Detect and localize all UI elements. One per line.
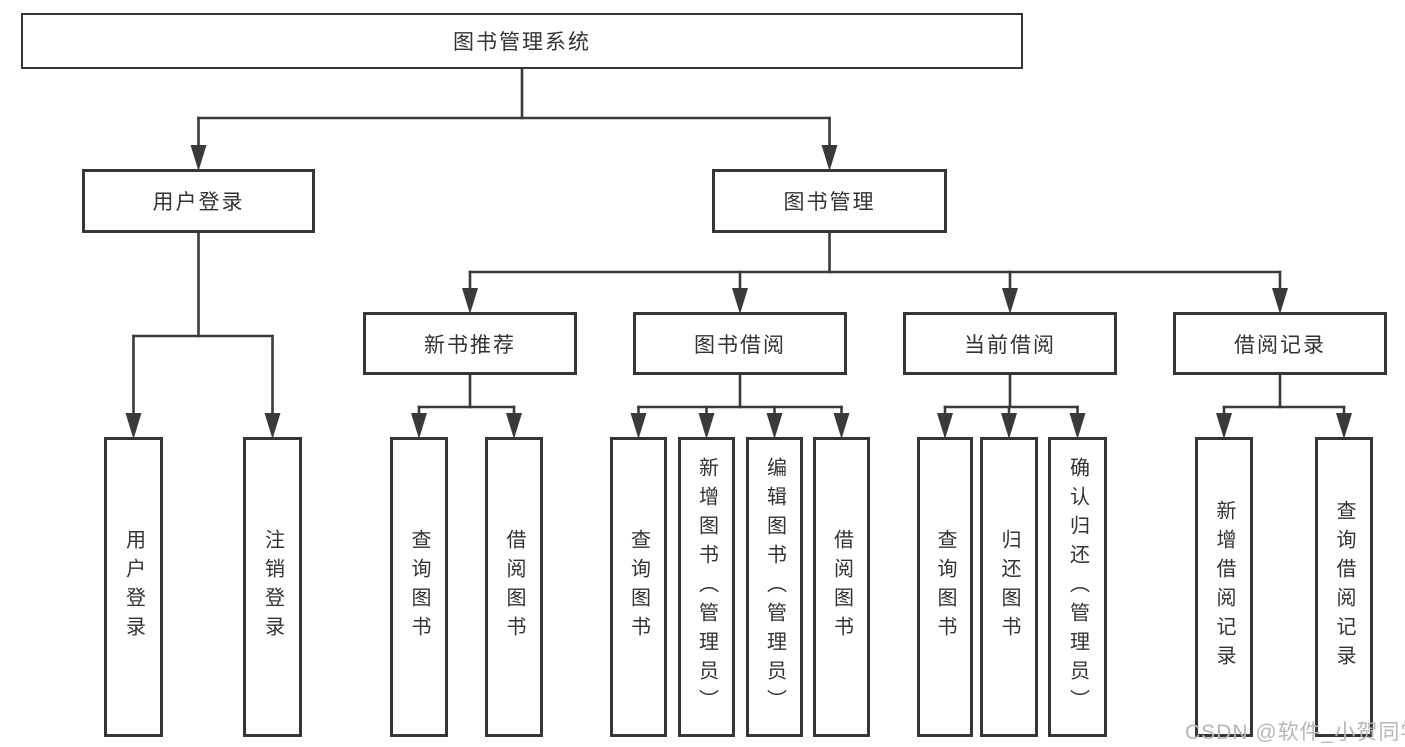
node-user-login: 用户登录 (82, 169, 315, 233)
node-label-book-mgmt: 图书管理 (783, 191, 876, 214)
node-bb-query: 查询图书 (610, 437, 667, 737)
node-book-borrow: 图书借阅 (633, 312, 847, 375)
node-label-book-borrow: 图书借阅 (694, 333, 786, 357)
node-root: 图书管理系统 (21, 13, 1023, 69)
node-cb-return: 归还图书 (980, 437, 1038, 737)
node-label-bb-borrow: 借阅图书 (830, 529, 853, 645)
node-bb-add: 新增图书（管理员） (678, 437, 735, 737)
node-cb-confirm: 确认归还（管理员） (1048, 437, 1107, 737)
node-label-root: 图书管理系统 (453, 31, 591, 54)
watermark: CSDN @软件_小贺同学 (1185, 721, 1405, 744)
node-br-add: 新增借阅记录 (1195, 437, 1253, 737)
node-label-login: 用户登录 (122, 529, 145, 645)
node-label-br-query: 查询借阅记录 (1333, 500, 1355, 674)
node-new-book-rec: 新书推荐 (363, 312, 577, 375)
node-label-cb-query: 查询图书 (934, 529, 956, 645)
node-bb-borrow: 借阅图书 (813, 437, 870, 737)
node-label-logout: 注销登录 (261, 529, 284, 645)
node-nbr-query: 查询图书 (390, 437, 448, 737)
node-logout: 注销登录 (243, 437, 302, 737)
node-label-nbr-query: 查询图书 (408, 529, 430, 645)
node-label-bb-add: 新增图书（管理员） (695, 456, 718, 718)
node-borrow-records: 借阅记录 (1173, 312, 1387, 375)
node-current-borrow: 当前借阅 (903, 312, 1117, 375)
node-label-cb-confirm: 确认归还（管理员） (1066, 456, 1089, 718)
node-label-new-book-rec: 新书推荐 (424, 333, 516, 357)
node-nbr-borrow: 借阅图书 (485, 437, 543, 737)
node-label-br-add: 新增借阅记录 (1213, 500, 1235, 674)
node-label-user-login: 用户登录 (152, 191, 245, 214)
node-label-nbr-borrow: 借阅图书 (503, 529, 525, 645)
node-bb-edit: 编辑图书（管理员） (746, 437, 803, 737)
node-label-bb-query: 查询图书 (627, 529, 650, 645)
node-label-cb-return: 归还图书 (998, 529, 1020, 645)
node-label-bb-edit: 编辑图书（管理员） (763, 456, 786, 718)
node-label-current-borrow: 当前借阅 (964, 333, 1056, 357)
node-book-mgmt: 图书管理 (712, 169, 947, 233)
node-br-query: 查询借阅记录 (1315, 437, 1373, 737)
node-label-borrow-records: 借阅记录 (1234, 333, 1326, 357)
node-cb-query: 查询图书 (917, 437, 973, 737)
node-login: 用户登录 (104, 437, 163, 737)
